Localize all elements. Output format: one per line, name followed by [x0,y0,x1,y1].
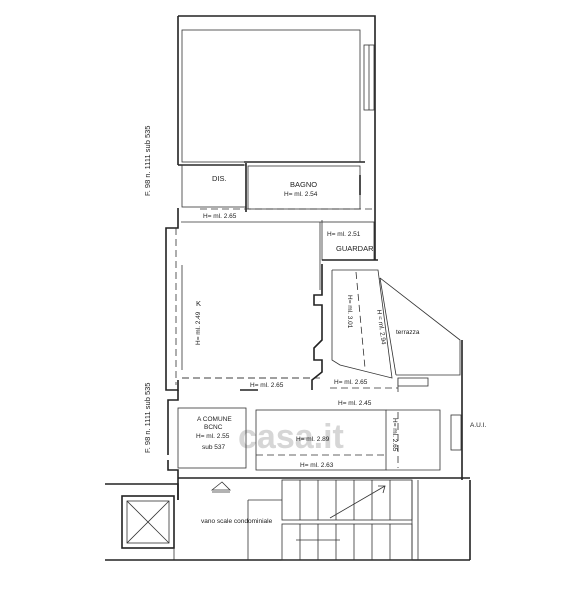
bcnc-height: H= ml. 2.55 [196,433,230,440]
corridor-room [311,264,463,390]
stairwell [105,479,471,561]
guardaroba-room [321,208,378,261]
door-marks [210,481,231,493]
height-label-289: H= ml. 2.89 [296,436,330,443]
kitchen-room [165,208,323,391]
dis-bagno-block [181,163,375,212]
height-label-263: H= ml. 2.63 [300,462,334,469]
height-label-265-vert: H= ml. 2.65 [391,418,398,452]
lower-outer-walls [167,389,470,500]
room-label-bagno: BAGNO [290,180,317,189]
room-label-bcnc: BCNC [204,424,223,431]
middle-divider [182,377,429,392]
height-label-245: H= ml. 2.45 [338,400,372,407]
height-label-251: H= ml. 2.51 [327,231,361,238]
height-label-301: H= ml. 3.01 [346,295,353,329]
room-label-dis: DIS. [212,174,227,183]
room-label-aui: A.U.I. [470,422,486,429]
bagno-height: H= ml. 2.54 [284,191,318,198]
window-right-lower [450,414,462,451]
room-label-k: K [196,299,201,308]
stairwell-label: vano scale condominiale [201,518,273,525]
height-label-249: H= ml. 2.49 [195,311,202,345]
height-label-265-right: H= ml. 2.65 [334,379,368,386]
upper-outer-walls [177,15,376,208]
room-label-guardar: GUARDAR [336,244,374,253]
cadastral-ref-top: F. 98 n. 1111 sub 535 [143,126,152,196]
sub-label: sub 537 [202,444,226,451]
room-label-a-comune: A COMUNE [197,416,232,423]
height-label-294: H = ml. 2.94 [375,309,387,345]
height-label-265-mid: H= ml. 2.65 [250,382,284,389]
height-label-265-top: H= ml. 2.65 [203,213,237,220]
room-label-terrazza: terrazza [396,329,420,336]
cadastral-ref-bottom: F. 98 n. 1111 sub 535 [143,383,152,453]
